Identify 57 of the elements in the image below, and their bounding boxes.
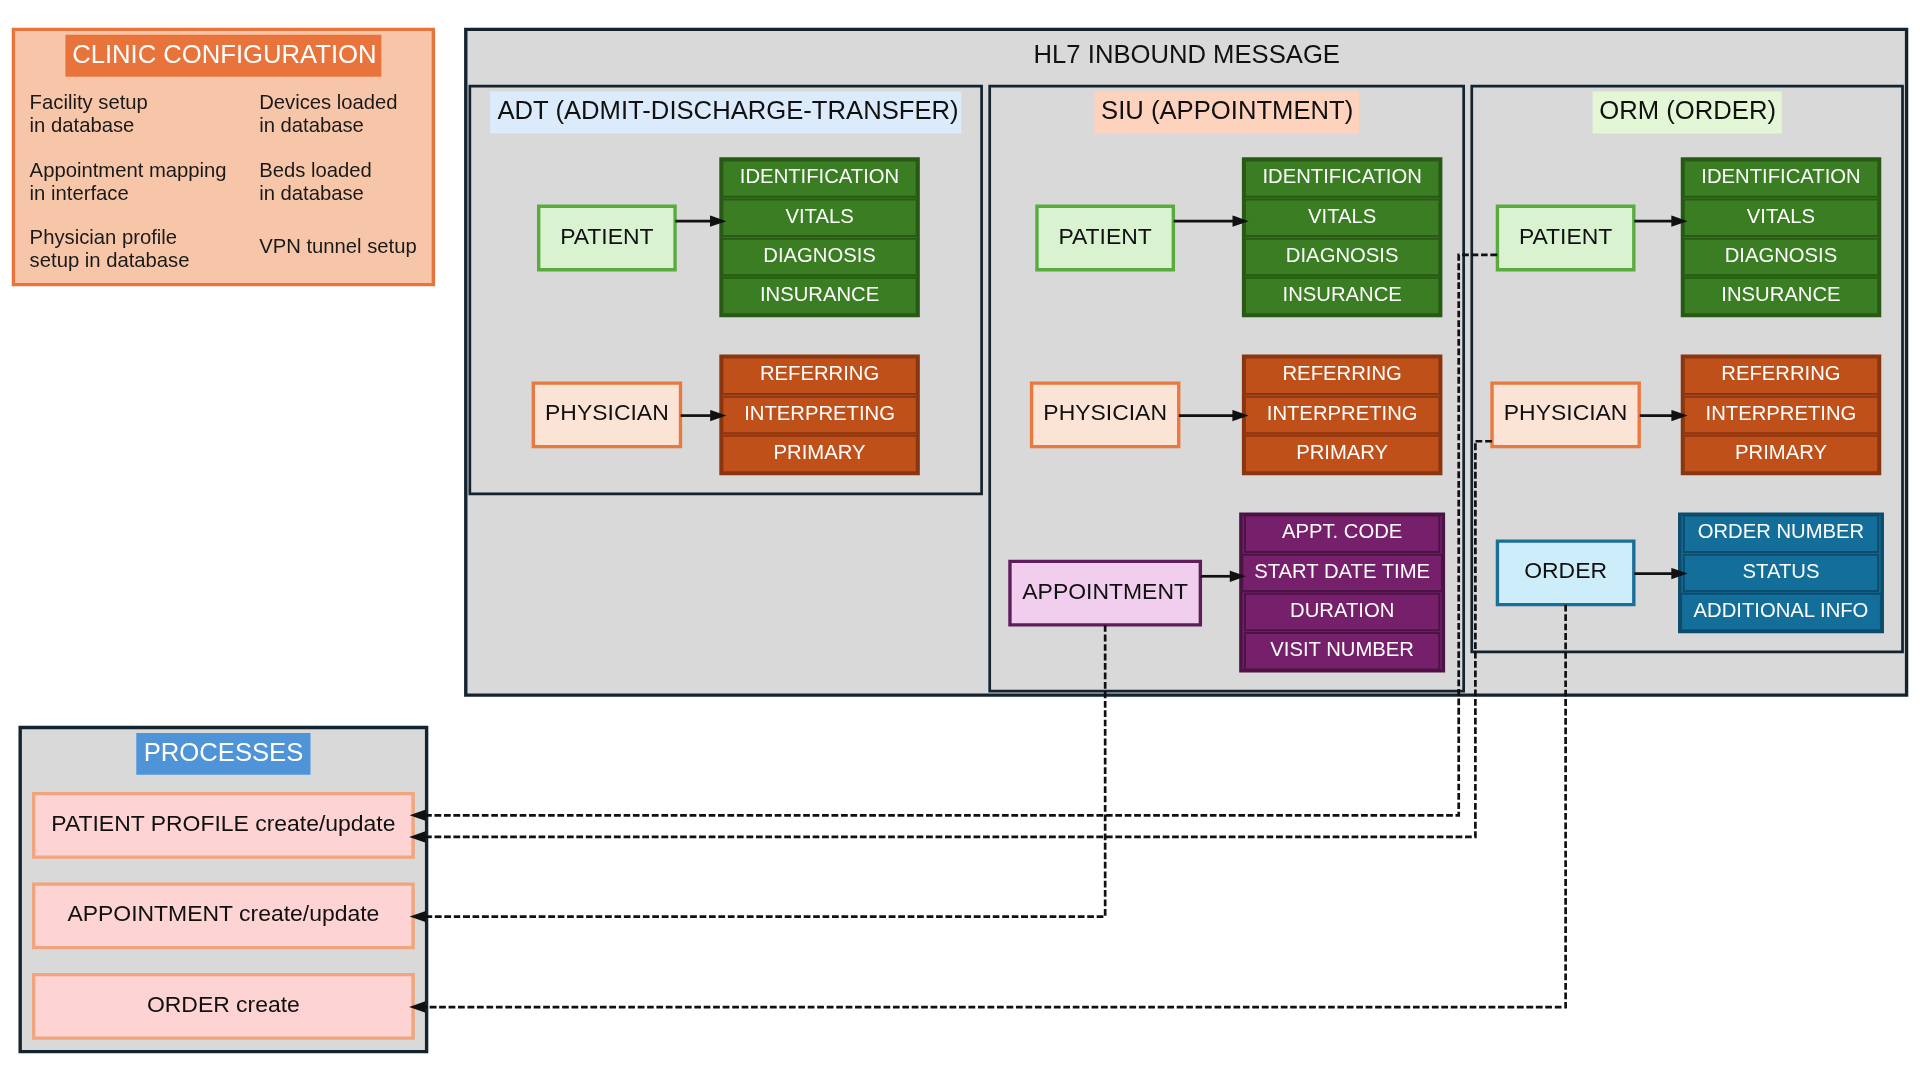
arrow xyxy=(409,253,1498,821)
node-box: INTERPRETING xyxy=(1682,395,1880,434)
node-box: PATIENT PROFILE create/update xyxy=(32,791,415,859)
node-box: INSURANCE xyxy=(1682,276,1880,315)
node-text: VPN tunnel setup xyxy=(259,234,417,257)
node-box: PRIMARY xyxy=(1682,434,1880,473)
arrow xyxy=(1178,409,1249,421)
arrow xyxy=(1173,214,1249,227)
node-box: START DATE TIME xyxy=(1241,553,1444,592)
node-box: PATIENT xyxy=(1035,204,1176,271)
node-box: PRIMARY xyxy=(721,434,918,473)
arrow xyxy=(1634,214,1688,227)
node-box: VITALS xyxy=(1243,198,1441,237)
node-box: APPT. CODE xyxy=(1243,514,1441,553)
arrow xyxy=(680,409,727,421)
node-box: PHYSICIAN xyxy=(1490,381,1641,448)
node-box: APPOINTMENT create/update xyxy=(32,881,415,949)
node-box: REFERRING xyxy=(1243,356,1441,395)
arrow xyxy=(409,439,1492,843)
arrow xyxy=(409,624,1107,922)
node-box: INSURANCE xyxy=(1243,276,1441,315)
node-box: VISIT NUMBER xyxy=(1243,631,1441,670)
node-box: ADDITIONAL INFO xyxy=(1680,592,1882,631)
node-box: PATIENT xyxy=(537,204,677,271)
arrow xyxy=(1200,570,1246,582)
node-box: VITALS xyxy=(721,198,918,237)
node-box: PHYSICIAN xyxy=(531,381,683,448)
node-text: Appointment mapping in interface xyxy=(29,158,227,204)
node-box: DIAGNOSIS xyxy=(1682,237,1880,276)
node-text: Beds loaded in database xyxy=(259,158,372,204)
node-box: INTERPRETING xyxy=(1243,395,1441,434)
node-box: DIAGNOSIS xyxy=(721,237,918,276)
node-box: IDENTIFICATION xyxy=(1682,158,1880,198)
node-box: REFERRING xyxy=(721,356,918,395)
node-box: PATIENT xyxy=(1495,204,1636,271)
node-box: ORDER xyxy=(1495,539,1636,606)
node-box: APPOINTMENT xyxy=(1008,559,1203,627)
arrow xyxy=(1634,567,1688,579)
node-text: Devices loaded in database xyxy=(259,90,398,136)
node-text: Facility setup in database xyxy=(29,90,148,136)
node-box: INSURANCE xyxy=(721,276,918,315)
node-box: REFERRING xyxy=(1682,356,1880,395)
node-box: STATUS xyxy=(1682,553,1880,592)
node-box: PHYSICIAN xyxy=(1029,381,1181,448)
node-box: ORDER NUMBER xyxy=(1682,514,1880,553)
arrow xyxy=(675,214,727,227)
node-box: VITALS xyxy=(1682,198,1880,237)
arrow xyxy=(409,604,1567,1013)
node-box: IDENTIFICATION xyxy=(1243,158,1441,198)
node-box: DURATION xyxy=(1243,592,1441,631)
node-box: ORDER create xyxy=(32,972,415,1040)
arrow xyxy=(1639,409,1688,421)
node-text: Physician profile setup in database xyxy=(29,225,190,271)
node-box: DIAGNOSIS xyxy=(1243,237,1441,276)
node-box: PRIMARY xyxy=(1243,434,1441,473)
node-box: INTERPRETING xyxy=(721,395,918,434)
node-box: IDENTIFICATION xyxy=(721,158,918,198)
